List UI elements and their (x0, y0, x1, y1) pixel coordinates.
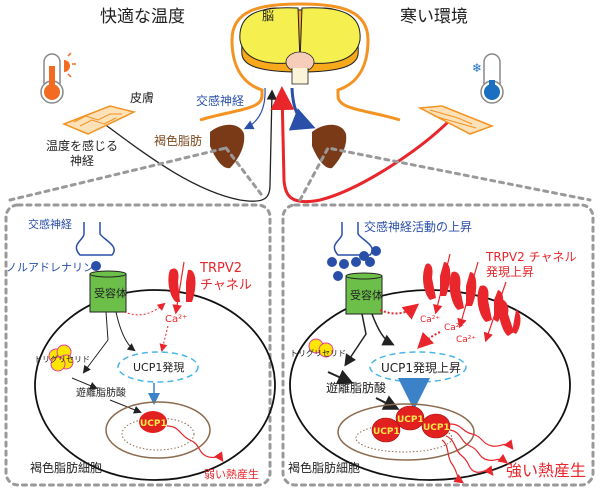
title-right: 寒い環境 (400, 7, 468, 27)
label-triglyceride-right: トリグリセリド (290, 348, 346, 358)
sympathetic-arrow-left (243, 87, 266, 130)
label-brown-fat: 褐色脂肪 (154, 133, 202, 148)
label-ucp1-expression-right: UCP1発現上昇 (381, 361, 461, 375)
mitochondrion-right (337, 403, 475, 461)
label-ucp1-expression-left: UCP1発現 (133, 360, 184, 374)
label-cell-left: 褐色脂肪細胞 (30, 460, 102, 475)
arrow-receptor-ucp1-right (371, 313, 395, 346)
label-heat-left: 弱い熱産生 (204, 467, 259, 481)
ucp1-left (139, 411, 167, 433)
nerve-terminal-right (333, 222, 373, 256)
triglyceride-left (48, 344, 74, 372)
cell-left (34, 289, 276, 481)
arrow-receptor-lipolysis-right (344, 313, 367, 367)
label-trpv2-right-2: 発現上昇 (486, 265, 534, 279)
arrow-ca-ucp1-right (417, 331, 441, 349)
mitochondrion-inner-right (355, 423, 453, 453)
label-cell-right: 褐色脂肪細胞 (288, 460, 360, 475)
label-brain: 脳 (262, 9, 274, 23)
arrow-receptor-trpv2-left (123, 302, 166, 316)
arrow-ca-ucp1-left (159, 325, 169, 352)
arrow-receptor-lipolysis-left (82, 311, 109, 374)
zoom-line-right (298, 146, 592, 202)
thermometer-cold-icon: ❄ (472, 53, 504, 104)
label-calcium-right-1: Ca²⁺ (420, 315, 440, 325)
trpv2-channels-right (423, 253, 521, 343)
mitochondrion-left (105, 401, 211, 459)
title-left: 快適な温度 (100, 7, 185, 27)
label-ucp1-left: UCP1 (140, 419, 167, 429)
triglyceride-right (308, 338, 334, 358)
noradrenaline-dot (91, 261, 101, 271)
label-triglyceride-left: トリグリセリド (34, 354, 90, 364)
label-ffa-left: 遊離脂肪酸 (76, 386, 126, 399)
receptor-right (345, 272, 383, 315)
afferent-nerve-warm (102, 89, 278, 202)
label-sympathetic-left: 交感神経 (28, 217, 72, 231)
arrow-ffa-ucp1-left (109, 399, 142, 414)
skin-patch-warm (61, 105, 137, 135)
brown-fat-left (210, 124, 245, 169)
ucp1-expression-left (117, 351, 199, 383)
afferent-nerve-cold (270, 86, 452, 204)
nerve-terminal-left (75, 222, 115, 256)
arrow-ffa-ucp1-right (375, 395, 400, 410)
noradrenaline-dots-right (327, 246, 381, 281)
label-receptor-left: 受容体 (94, 286, 127, 300)
label-receptor-right: 受容体 (350, 288, 383, 302)
panel-right (281, 203, 595, 487)
thermometer-warm-icon (40, 52, 76, 104)
label-temp-nerve-1: 温度を感じる (46, 138, 118, 153)
label-sympathetic-top: 交感神経 (196, 93, 244, 108)
brown-fat-right (312, 124, 347, 169)
body-outline (199, 2, 401, 122)
sympathetic-arrow-right (288, 87, 316, 131)
label-calcium-right-2: Ca²⁺ (444, 323, 464, 333)
arrow-receptor-ucp1-left (115, 311, 136, 352)
arrow-tg-ffa-left (71, 377, 98, 390)
label-ucp1-right-3: UCP1 (423, 423, 450, 433)
ucp1-right-2 (395, 405, 425, 431)
label-calcium-right-3: Ca²⁺ (456, 335, 476, 345)
receptor-left (89, 270, 127, 313)
ucp1-right-1 (371, 417, 401, 443)
label-sympathetic-right: 交感神経活動の上昇 (364, 219, 472, 234)
snowflake-icon: ❄ (472, 61, 482, 75)
label-calcium-left: Ca²⁺ (165, 314, 187, 325)
brain-icon (239, 7, 361, 85)
label-ffa-right: 遊離脂肪酸 (326, 380, 386, 395)
label-trpv2-left-2: チャネル (200, 278, 252, 293)
heat-arrows-right (441, 423, 514, 484)
label-noradrenaline: ノルアドレナリン (6, 261, 94, 274)
label-skin: 皮膚 (130, 90, 154, 105)
zoom-line-left (8, 146, 266, 202)
label-heat-right: 強い熱産生 (506, 461, 586, 480)
trpv2-channel-left (168, 261, 196, 315)
label-trpv2-right-1: TRPV2 チャネル (485, 250, 576, 264)
skin-patch-cold (417, 105, 495, 135)
label-trpv2-left-1: TRPV2 (199, 261, 242, 276)
panel-left (4, 203, 272, 487)
label-ucp1-right-1: UCP1 (373, 427, 400, 437)
label-ucp1-right-2: UCP1 (397, 415, 424, 425)
arrow-tg-ffa-right (327, 369, 354, 385)
label-temp-nerve-2: 神経 (70, 154, 94, 168)
arrow-receptor-trpv2-right (379, 303, 420, 320)
ucp1-right-3 (421, 413, 451, 439)
heat-arrow-left (166, 425, 224, 462)
